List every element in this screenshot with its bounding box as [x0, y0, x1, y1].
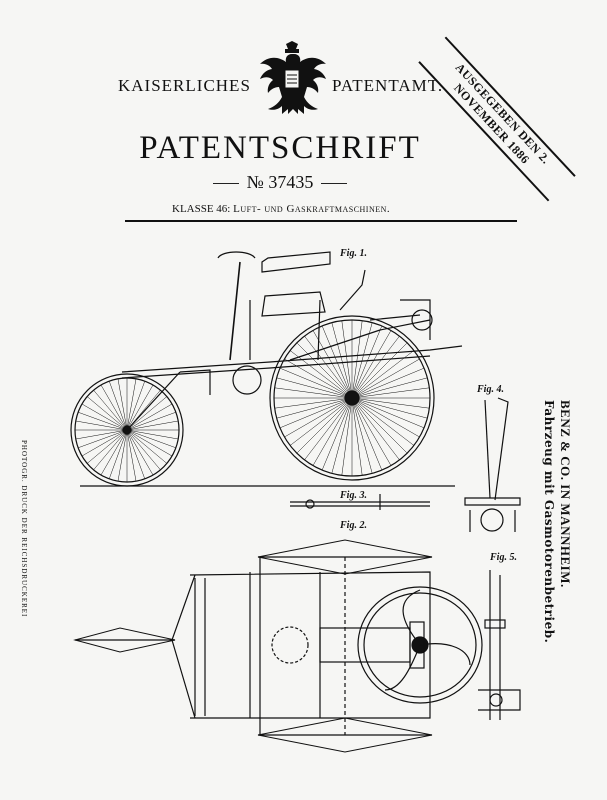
wheel-spoke: [277, 398, 352, 418]
wheel-spoke: [352, 398, 372, 473]
wheel-spoke: [352, 330, 391, 398]
wheel-spoke: [332, 323, 352, 398]
wheel-spoke: [352, 398, 420, 437]
fig1-side-view: [71, 252, 462, 486]
wheel-spoke: [352, 398, 424, 428]
wheel-spoke: [277, 378, 352, 398]
wheel-spoke: [352, 359, 420, 398]
fig2-plan-view: [75, 540, 482, 752]
wheel-spoke: [297, 398, 352, 453]
fig3-part: [290, 494, 430, 510]
wheel-spoke: [332, 398, 352, 473]
fig5-part: [478, 570, 520, 720]
wheel-spoke: [352, 398, 382, 470]
wheel-spoke: [352, 343, 407, 398]
wheel-spoke: [352, 378, 427, 398]
wheel-spoke: [313, 398, 352, 466]
wheel-spoke: [352, 398, 391, 466]
wheel-spoke: [297, 343, 352, 398]
wheel-spoke: [284, 398, 352, 437]
wheel-spoke: [280, 398, 352, 428]
fig4-part: [465, 398, 520, 532]
wheel-spoke: [280, 368, 352, 398]
wheel-spoke: [352, 398, 427, 418]
wheel-spoke: [322, 398, 352, 470]
wheel-spoke: [352, 368, 424, 398]
wheel-spoke: [352, 398, 407, 453]
